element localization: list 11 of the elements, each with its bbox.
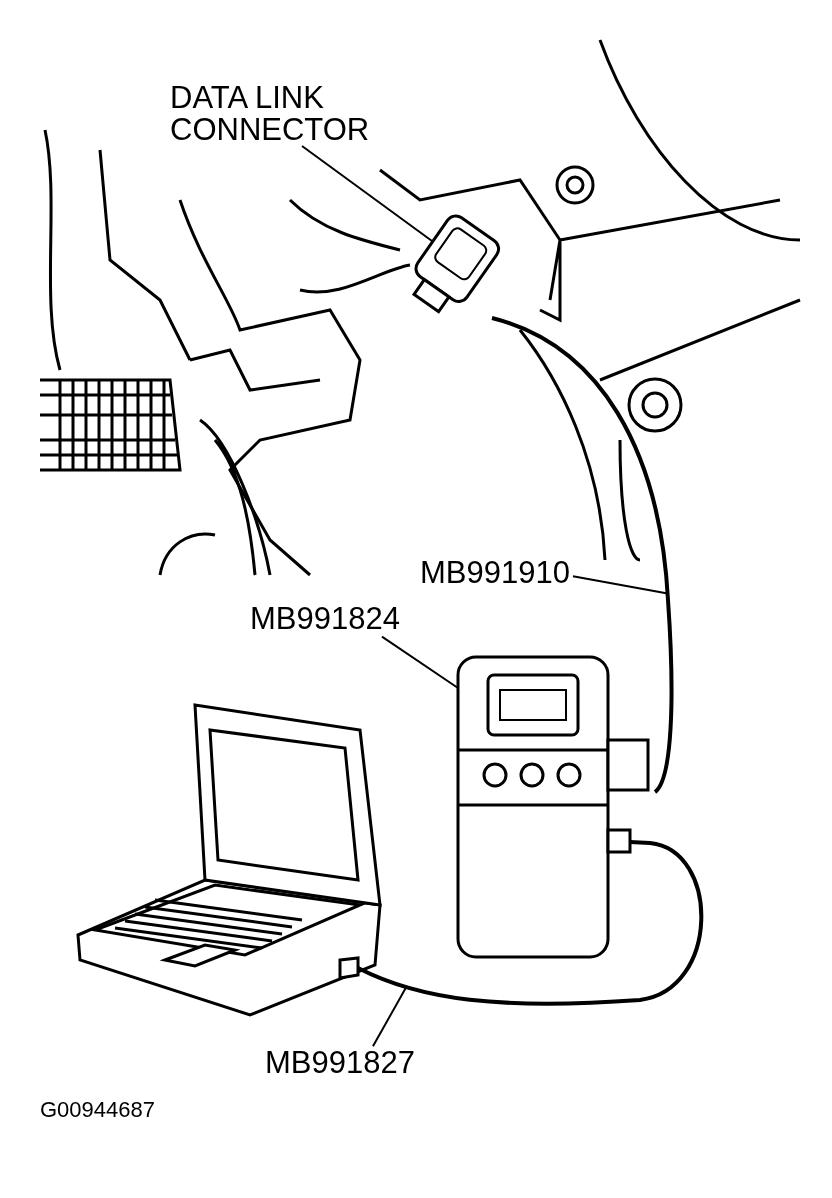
figure-code: G00944687 xyxy=(40,1098,155,1122)
leader-line xyxy=(571,575,669,595)
leader-line xyxy=(301,145,433,242)
callout-label: MB991827 xyxy=(265,1047,415,1079)
leader-line xyxy=(371,986,408,1048)
cable xyxy=(357,840,704,1006)
callout-label: MB991910 xyxy=(420,557,570,589)
callout-label: DATA LINK CONNECTOR xyxy=(170,82,410,146)
callout-label: MB991824 xyxy=(250,603,400,635)
leader-line xyxy=(380,635,459,689)
handheld-tester-drawing xyxy=(456,655,650,959)
